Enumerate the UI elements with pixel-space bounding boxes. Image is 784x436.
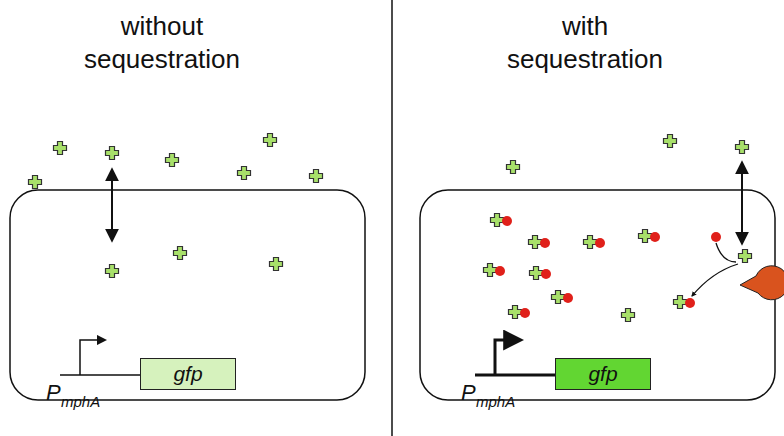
signal-molecule — [310, 170, 323, 183]
cell-outline — [420, 190, 775, 400]
signal-molecule — [166, 154, 179, 167]
bound-complex — [529, 236, 551, 249]
binding-arrow — [692, 264, 738, 296]
bound-complex — [509, 306, 531, 319]
promoter-label: P — [461, 379, 476, 407]
binding-arrow — [716, 243, 736, 262]
signal-molecule — [736, 141, 749, 154]
signal-molecule — [54, 142, 67, 155]
sequestering-agent — [711, 232, 721, 242]
bound-complex — [639, 230, 661, 243]
divider — [391, 0, 393, 436]
signal-molecule — [238, 167, 251, 180]
promoter-subscript: mphA — [61, 393, 100, 412]
signal-molecule — [264, 134, 277, 147]
diffusion-arrow — [741, 163, 743, 243]
bound-complex — [552, 291, 574, 304]
bound-complex — [491, 214, 513, 227]
signal-molecule — [106, 147, 119, 160]
diffusion-arrow — [111, 170, 113, 240]
bound-complex — [484, 264, 506, 277]
gene-box: gfp — [555, 358, 651, 390]
promoter-subscript: mphA — [476, 393, 515, 412]
gene-name: gfp — [588, 362, 617, 386]
signal-molecule — [29, 176, 42, 189]
panel-title: without sequestration — [62, 10, 262, 75]
molecules — [29, 134, 752, 322]
gene-name: gfp — [173, 362, 202, 386]
gene-box: gfp — [140, 358, 236, 390]
promoter-label: P — [46, 379, 61, 407]
signal-molecule — [664, 135, 677, 148]
bound-complex — [530, 267, 552, 280]
cell-outline — [10, 190, 365, 400]
signal-molecule — [739, 250, 752, 263]
bound-complex — [584, 236, 606, 249]
signal-molecule — [622, 309, 635, 322]
enzyme — [740, 266, 784, 300]
panel-title: with sequestration — [485, 10, 685, 75]
signal-molecule — [174, 247, 187, 260]
promoter-arrow — [60, 340, 140, 375]
promoter-arrow — [475, 340, 555, 375]
signal-molecule — [270, 258, 283, 271]
signal-molecule — [106, 265, 119, 278]
signal-molecule — [507, 161, 520, 174]
bound-complex — [674, 296, 696, 309]
